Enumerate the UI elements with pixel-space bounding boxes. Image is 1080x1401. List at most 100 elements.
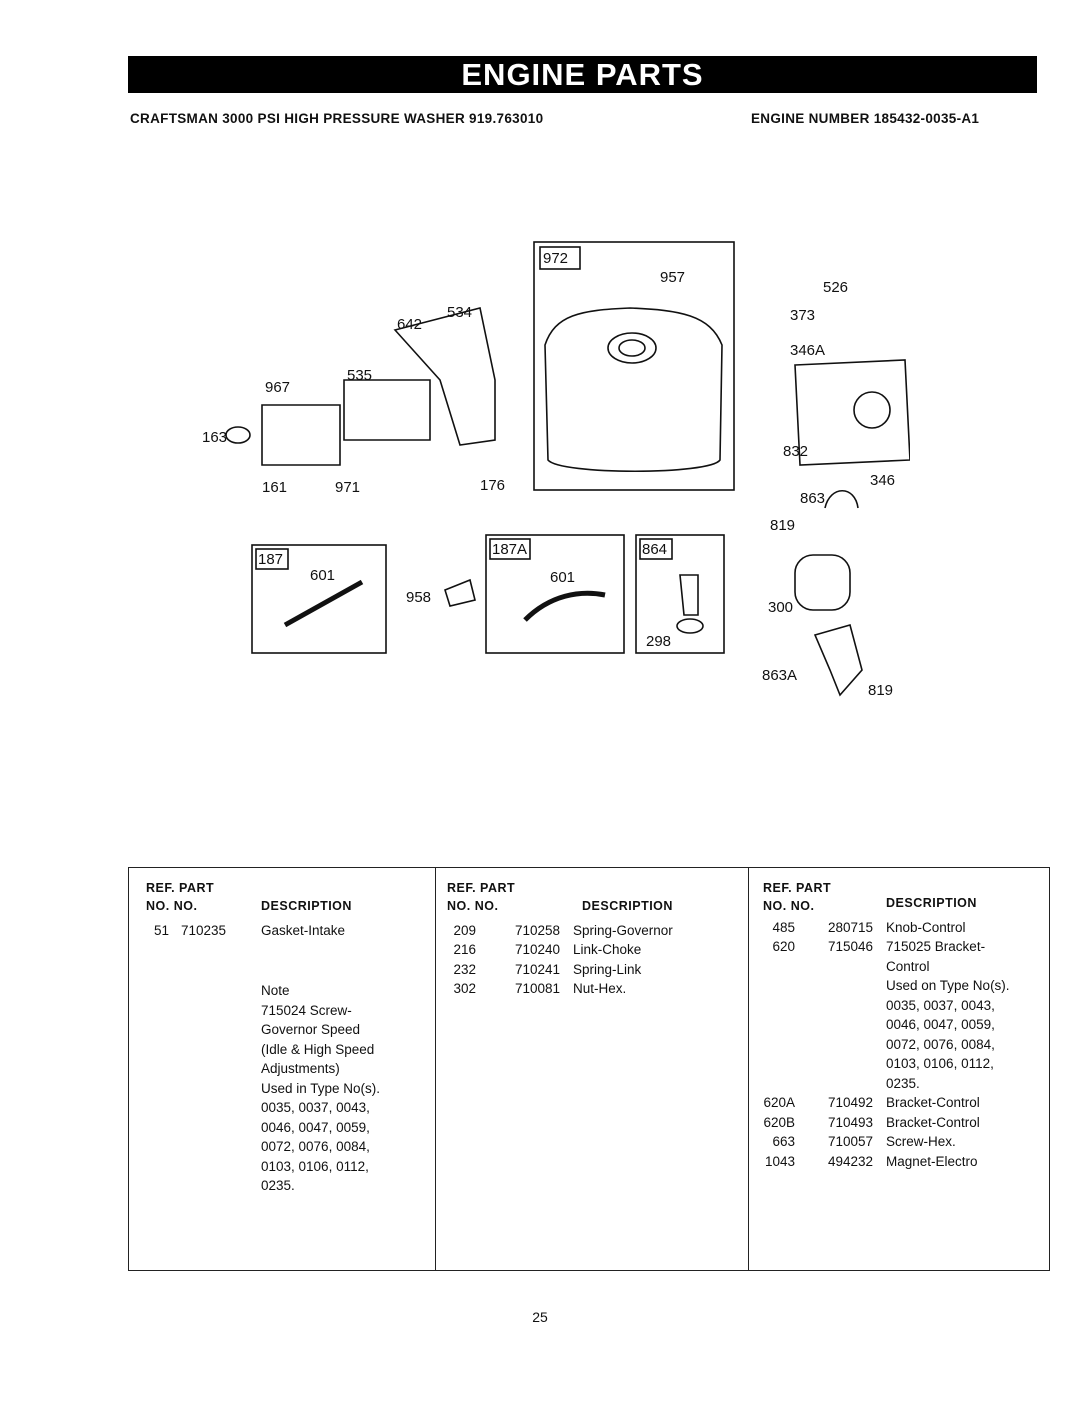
description: Spring-Link bbox=[573, 962, 642, 977]
callout-971: 971 bbox=[335, 479, 360, 496]
table-row: 209 710258 Spring-Governor bbox=[436, 923, 748, 942]
description: Nut-Hex. bbox=[573, 981, 627, 996]
table-row: 302 710081 Nut-Hex. bbox=[436, 981, 748, 1000]
callout-346a: 346A bbox=[790, 342, 825, 359]
callout-972: 972 bbox=[543, 250, 568, 267]
callout-864: 864 bbox=[642, 541, 667, 558]
col2-header-no-no: NO. NO. bbox=[447, 899, 499, 913]
part-no: 710492 bbox=[828, 1095, 874, 1110]
callout-labels: 972 957 526 373 346A 832 346 863 819 534… bbox=[202, 250, 895, 699]
fuel-tank-frame bbox=[533, 241, 735, 491]
description: Control bbox=[886, 959, 930, 974]
air-filter-element bbox=[343, 379, 431, 441]
model-title: CRAFTSMAN 3000 PSI HIGH PRESSURE WASHER … bbox=[130, 111, 544, 126]
ref-no: 485 bbox=[772, 920, 795, 935]
col3-header-description: DESCRIPTION bbox=[886, 896, 977, 910]
parts-table: REF. PART NO. NO. DESCRIPTION 51 710235 … bbox=[128, 867, 1050, 1271]
note-line: Governor Speed bbox=[261, 1022, 361, 1037]
table-row: 0035, 0037, 0043, bbox=[749, 998, 1049, 1017]
part-no: 710081 bbox=[515, 981, 561, 996]
ref-no: 1043 bbox=[764, 1154, 795, 1169]
note-line: 715024 Screw- bbox=[261, 1002, 352, 1018]
table-row: 1043 494232 Magnet-Electro bbox=[749, 1154, 1049, 1173]
col1-header-ref-part: REF. PART bbox=[146, 881, 215, 895]
blower-housing bbox=[794, 359, 910, 466]
description: 0235. bbox=[886, 1076, 920, 1091]
part-no: 710235 bbox=[181, 923, 227, 938]
air-filter-cover bbox=[393, 307, 496, 446]
description: 0103, 0106, 0112, bbox=[886, 1056, 994, 1071]
ref-no: 216 bbox=[453, 942, 476, 957]
table-row: 0072, 0076, 0084, bbox=[749, 1037, 1049, 1056]
ref-no: 302 bbox=[453, 981, 476, 996]
description: Spring-Governor bbox=[573, 923, 673, 938]
callout-601-a: 601 bbox=[310, 567, 335, 584]
col2-header-ref-part: REF. PART bbox=[447, 881, 516, 895]
callout-819: 819 bbox=[770, 517, 795, 534]
callout-863: 863 bbox=[800, 490, 825, 507]
col1-header-no-no: NO. NO. bbox=[146, 899, 198, 913]
part-no: 710057 bbox=[828, 1134, 874, 1149]
callout-819-b: 819 bbox=[868, 682, 893, 699]
note-line: 0235. bbox=[261, 1178, 295, 1193]
description: 0046, 0047, 0059, bbox=[886, 1017, 995, 1032]
callout-163: 163 bbox=[202, 429, 227, 446]
callout-601-b: 601 bbox=[550, 569, 575, 586]
col3-header-no-no: NO. NO. bbox=[763, 899, 815, 913]
ref-no: 620B bbox=[763, 1115, 795, 1130]
callout-373: 373 bbox=[790, 307, 815, 324]
table-row: Used on Type No(s). bbox=[749, 978, 1049, 997]
note-line: 0103, 0106, 0112, bbox=[261, 1158, 369, 1174]
col3-header-ref-part: REF. PART bbox=[763, 881, 832, 895]
ref-no: 620 bbox=[772, 939, 795, 954]
note-line: (Idle & High Speed bbox=[261, 1041, 375, 1057]
table-row: 0235. bbox=[749, 1076, 1049, 1095]
note-line: 0072, 0076, 0084, bbox=[261, 1139, 370, 1154]
fuel-valve-958 bbox=[444, 578, 476, 607]
part-no: 710258 bbox=[515, 923, 561, 938]
part-no: 710493 bbox=[828, 1115, 874, 1130]
part-no: 710240 bbox=[515, 942, 561, 957]
table-row: 232 710241 Spring-Link bbox=[436, 962, 748, 981]
callout-832: 832 bbox=[783, 443, 808, 460]
callout-300: 300 bbox=[768, 599, 793, 616]
description: 0035, 0037, 0043, bbox=[886, 998, 995, 1013]
part-no: 280715 bbox=[828, 920, 874, 935]
note-line: 0046, 0047, 0059, bbox=[261, 1119, 370, 1135]
col2-header-description: DESCRIPTION bbox=[582, 899, 673, 913]
note-line: Used in Type No(s). bbox=[261, 1080, 381, 1096]
col1-note: Note 715024 Screw- Governor Speed (Idle … bbox=[261, 981, 380, 1196]
part-no: 710241 bbox=[515, 962, 561, 977]
ref-no: 232 bbox=[453, 962, 476, 977]
ref-no: 620A bbox=[763, 1095, 795, 1110]
description: Link-Choke bbox=[573, 942, 642, 957]
table-row: 216 710240 Link-Choke bbox=[436, 942, 748, 961]
bracket-863a bbox=[813, 624, 863, 697]
description: Bracket-Control bbox=[886, 1115, 980, 1130]
callout-161: 161 bbox=[262, 479, 287, 496]
ref-972-box bbox=[539, 246, 581, 270]
ref-no: 663 bbox=[772, 1134, 795, 1149]
description: Magnet-Electro bbox=[886, 1154, 978, 1169]
fuel-tank-shape bbox=[544, 307, 723, 473]
callout-526: 526 bbox=[823, 279, 848, 296]
note-line: Note bbox=[261, 983, 290, 998]
page-number: 25 bbox=[532, 1309, 548, 1325]
callout-642: 642 bbox=[397, 316, 422, 333]
ref-no: 209 bbox=[453, 923, 476, 938]
page-banner: ENGINE PARTS bbox=[128, 56, 1037, 93]
description: Used on Type No(s). bbox=[886, 978, 1010, 993]
callout-534: 534 bbox=[447, 304, 472, 321]
description: Gasket-Intake bbox=[261, 923, 346, 938]
callout-957: 957 bbox=[660, 269, 685, 286]
ref-no: 51 bbox=[153, 923, 169, 938]
callout-187a: 187A bbox=[492, 541, 527, 558]
callout-187: 187 bbox=[258, 551, 283, 568]
clamp-863 bbox=[824, 490, 859, 509]
ref-187a-box bbox=[485, 534, 625, 654]
part-no: 494232 bbox=[828, 1154, 874, 1169]
description: 715025 Bracket- bbox=[886, 939, 986, 954]
